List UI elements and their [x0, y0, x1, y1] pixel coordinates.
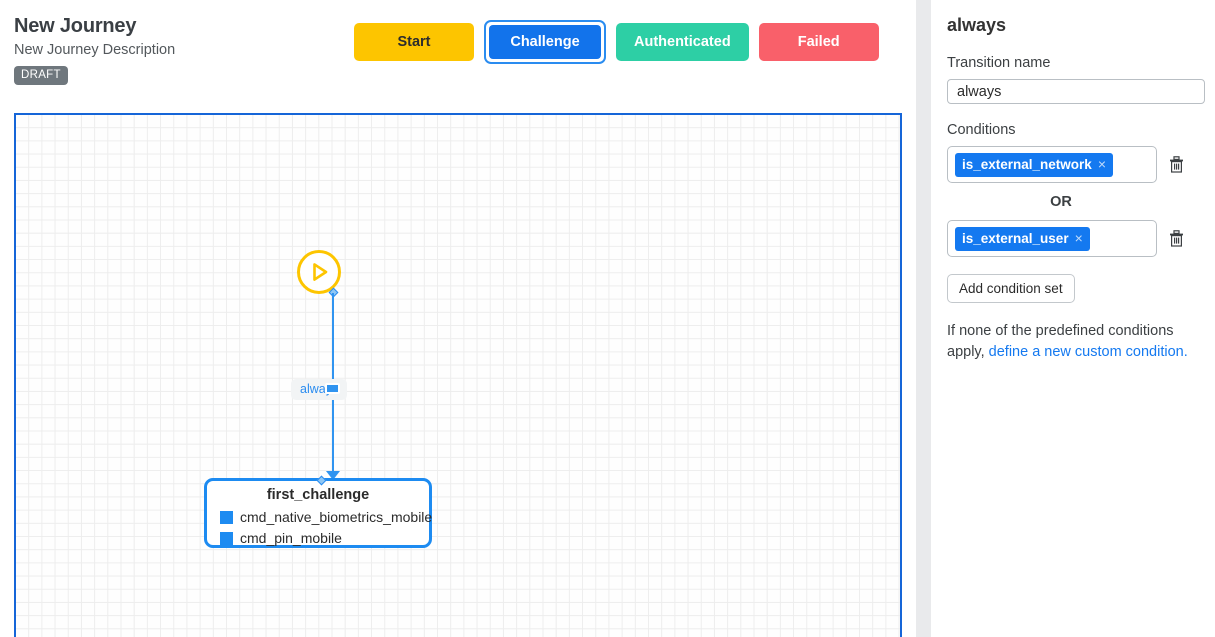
conditions-label: Conditions [947, 122, 1016, 138]
play-icon [308, 261, 330, 283]
panel-title: always [947, 15, 1007, 35]
page-title: New Journey [14, 15, 137, 37]
state-button-wrap-failed: Failed [758, 23, 879, 61]
add-condition-set-button[interactable]: Add condition set [947, 274, 1075, 303]
trash-icon [1169, 156, 1183, 173]
state-button-challenge[interactable]: Challenge [489, 25, 601, 59]
page-header: New Journey New Journey Description DRAF… [0, 0, 916, 104]
node-input-handle[interactable] [316, 475, 326, 486]
state-button-wrap-authenticated: Authenticated [616, 23, 749, 61]
state-button-failed[interactable]: Failed [758, 23, 879, 61]
node-item-square-icon [220, 532, 233, 545]
node-first-challenge[interactable]: first_challenge cmd_native_biometrics_mo… [204, 475, 433, 549]
state-buttons-bar: Start Challenge Authenticated Failed [354, 20, 879, 64]
node-item[interactable]: cmd_pin_mobile [207, 528, 429, 549]
condition-set-box[interactable]: is_external_network × [947, 146, 1157, 183]
condition-set-box[interactable]: is_external_user × [947, 220, 1157, 257]
transition-details-panel: always Transition name Conditions is_ext… [931, 0, 1215, 637]
edge-selection-badge-icon[interactable] [325, 383, 340, 394]
condition-chip[interactable]: is_external_network × [955, 152, 1113, 177]
delete-condition-set-button[interactable] [1167, 155, 1185, 175]
state-button-wrap-start: Start [354, 23, 474, 61]
edge-arrowhead-icon [326, 471, 340, 480]
custom-condition-note-text: If none of the predefined conditions app… [947, 323, 1174, 360]
condition-set-row: is_external_network × [947, 146, 1199, 183]
status-badge: DRAFT [14, 66, 68, 85]
node-title: first_challenge [266, 487, 370, 503]
condition-chip-label: is_external_network [962, 156, 1092, 172]
state-button-start[interactable]: Start [354, 23, 474, 61]
transition-name-label: Transition name [947, 55, 1051, 71]
start-node[interactable] [297, 250, 341, 294]
state-button-authenticated[interactable]: Authenticated [616, 23, 749, 61]
or-divider: OR [1050, 194, 1072, 210]
state-button-wrap-challenge: Challenge [484, 20, 606, 64]
transition-name-input[interactable] [947, 79, 1205, 104]
panel-divider [916, 0, 931, 637]
node-item[interactable]: cmd_native_biometrics_mobile [207, 507, 433, 528]
flow-canvas[interactable]: always first_challenge cmd_native_biomet… [14, 113, 902, 637]
custom-condition-note: If none of the predefined conditions app… [947, 321, 1199, 363]
define-custom-condition-link[interactable]: define a new custom condition. [988, 344, 1188, 360]
main-area: New Journey New Journey Description DRAF… [0, 0, 916, 637]
condition-chip-remove-icon[interactable]: × [1074, 230, 1083, 246]
condition-set-row: is_external_user × [947, 220, 1199, 257]
node-item-label: cmd_pin_mobile [240, 530, 342, 546]
node-item-label: cmd_native_biometrics_mobile [240, 509, 433, 525]
condition-chip-label: is_external_user [962, 230, 1069, 246]
condition-chip-remove-icon[interactable]: × [1097, 156, 1106, 172]
node-item-square-icon [220, 511, 233, 524]
trash-icon [1169, 230, 1183, 247]
page-subtitle: New Journey Description [14, 42, 176, 58]
title-block: New Journey New Journey Description DRAF… [14, 13, 175, 85]
delete-condition-set-button[interactable] [1167, 229, 1185, 249]
condition-chip[interactable]: is_external_user × [955, 226, 1090, 251]
